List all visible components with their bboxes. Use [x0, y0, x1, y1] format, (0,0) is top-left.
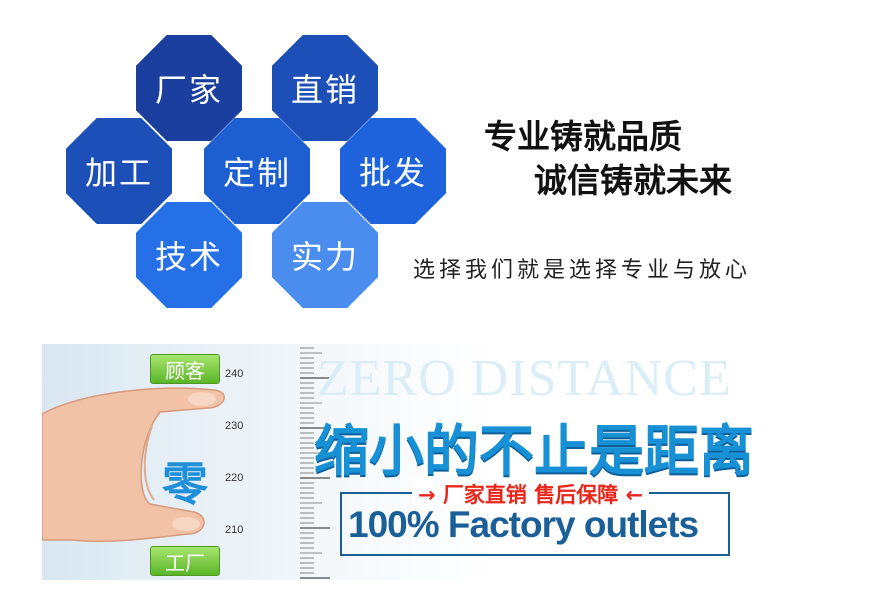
zero-character: 零	[162, 457, 208, 511]
ruler-label-240: 240	[225, 368, 244, 380]
right-arrow-icon: ←	[625, 483, 644, 507]
badge-customer-label: 顾客	[165, 358, 205, 383]
badge-jishu-label: 技术	[154, 238, 223, 276]
ruler-label-210: 210	[225, 524, 244, 536]
after-sales-text: 厂家直销 售后保障	[442, 483, 619, 507]
after-sales-line: → 厂家直销 售后保障 ←	[412, 479, 650, 509]
slogan-line-1: 专业铸就品质	[484, 117, 682, 156]
badge-jiagong: 加工	[66, 118, 172, 224]
badge-factory-label: 工厂	[165, 550, 205, 575]
badge-jishu: 技术	[136, 202, 242, 308]
badge-dingzhi: 定制	[204, 118, 310, 224]
slogan-line-2: 诚信铸就未来	[534, 161, 732, 200]
badge-pifa-label: 批发	[358, 154, 427, 192]
badge-pifa: 批发	[340, 118, 446, 224]
factory-outlets-text: 100% Factory outlets	[348, 504, 699, 545]
badge-customer: 顾客	[150, 354, 220, 384]
badge-zhixiao: 直销	[272, 35, 378, 141]
badge-factory: 工厂	[150, 546, 220, 576]
badge-changjia: 厂家	[136, 35, 242, 141]
zero-distance-watermark: ZERO DISTANCE	[317, 350, 732, 407]
badge-changjia-label: 厂家	[154, 71, 223, 109]
height-ruler	[300, 347, 330, 579]
badge-shili-label: 实力	[290, 238, 359, 276]
slogan-subtitle: 选择我们就是选择专业与放心	[413, 258, 752, 283]
badge-shili: 实力	[272, 202, 378, 308]
hand-illustration	[42, 387, 225, 543]
badge-dingzhi-label: 定制	[222, 154, 291, 192]
headline: 缩小的不止是距离	[314, 419, 755, 483]
zero-distance-banner: 顾客 零 工厂 240 230 220 210 ZERO DISTANCE 缩小…	[42, 344, 802, 580]
ruler-label-230: 230	[225, 420, 244, 432]
badge-jiagong-label: 加工	[84, 154, 153, 192]
badge-zhixiao-label: 直销	[290, 71, 359, 109]
left-arrow-icon: →	[418, 483, 436, 507]
ruler-label-220: 220	[225, 472, 244, 484]
